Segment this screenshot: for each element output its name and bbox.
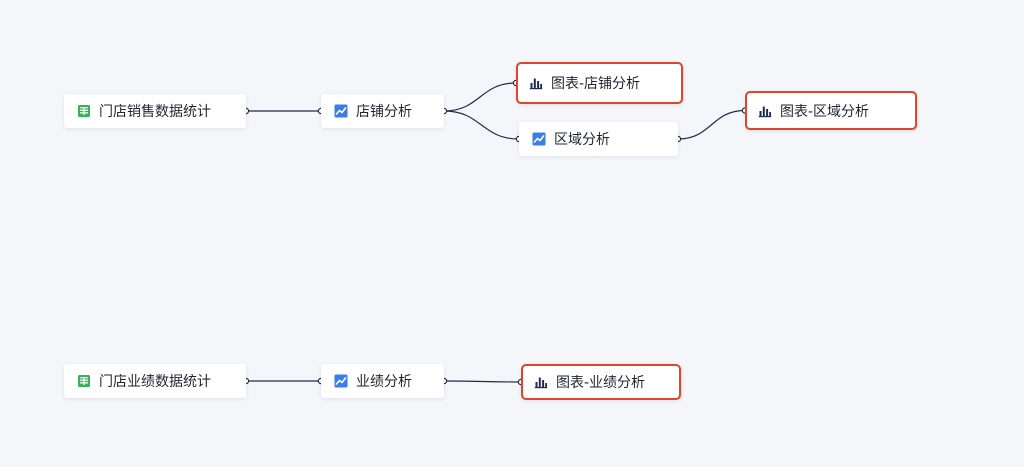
table-icon bbox=[77, 374, 91, 388]
connector-line bbox=[443, 82, 517, 112]
node-store-performance-stats[interactable]: 门店业绩数据统计 bbox=[64, 364, 246, 398]
bar-chart-icon bbox=[534, 375, 548, 389]
node-label: 门店业绩数据统计 bbox=[99, 374, 211, 390]
node-region-analysis[interactable]: 区域分析 bbox=[519, 122, 678, 156]
node-label: 门店销售数据统计 bbox=[99, 104, 211, 120]
trend-icon bbox=[532, 132, 546, 146]
node-label: 区域分析 bbox=[554, 132, 610, 148]
node-label: 图表-区域分析 bbox=[780, 103, 870, 120]
node-chart-store-analysis[interactable]: 图表-店铺分析 bbox=[516, 62, 683, 104]
node-label: 业绩分析 bbox=[356, 374, 412, 390]
node-chart-performance-analysis[interactable]: 图表-业绩分析 bbox=[521, 364, 681, 400]
table-icon bbox=[77, 104, 91, 118]
node-performance-analysis[interactable]: 业绩分析 bbox=[321, 364, 444, 398]
node-store-sales-stats[interactable]: 门店销售数据统计 bbox=[64, 94, 246, 128]
node-label: 图表-店铺分析 bbox=[551, 76, 641, 92]
connector-line bbox=[677, 109, 746, 140]
trend-icon bbox=[334, 374, 348, 388]
node-label: 图表-业绩分析 bbox=[556, 375, 646, 391]
bar-chart-icon bbox=[529, 76, 543, 90]
node-chart-region-analysis[interactable]: 图表-区域分析 bbox=[745, 91, 917, 130]
node-store-analysis[interactable]: 店铺分析 bbox=[321, 94, 444, 128]
node-label: 店铺分析 bbox=[356, 104, 412, 120]
bar-chart-icon bbox=[758, 104, 772, 118]
connector-line bbox=[443, 380, 522, 383]
connector-line bbox=[443, 110, 520, 140]
trend-icon bbox=[334, 104, 348, 118]
